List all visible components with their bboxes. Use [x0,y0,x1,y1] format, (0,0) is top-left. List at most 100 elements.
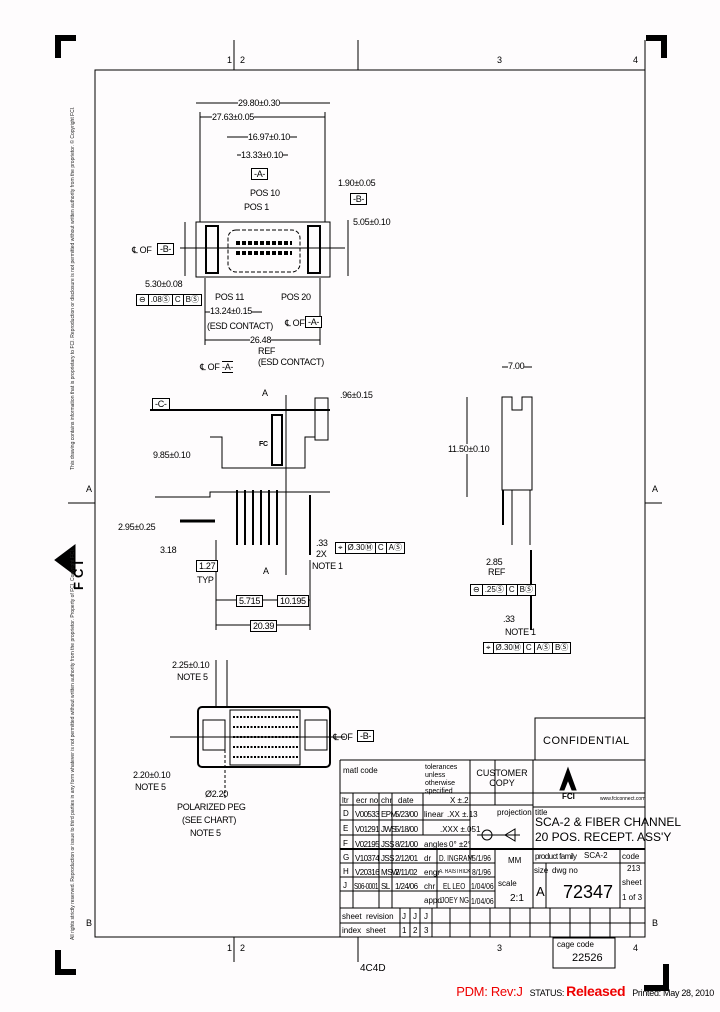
printed-date: Printed: May 28, 2010 [632,988,714,998]
rev-ltr: E [343,824,349,833]
sheet-label: sheet [342,912,362,921]
sheet-rev: J [402,912,406,921]
margin-rights-text: All rights strictly reserved. Reproducti… [70,548,76,940]
zone-label: 1 [227,943,232,953]
zone-ticks [68,40,662,962]
role-label: chr [424,882,436,891]
signer-name: JOEY NG [441,896,469,905]
ref-label: REF [258,346,276,356]
status-value: Released [566,983,626,999]
dim-16-97: 16.97±0.10 [248,132,290,142]
qty-2x: 2X [316,549,327,559]
sign-date: 5/1/96 [472,854,491,863]
fc-logo: FC [259,441,268,448]
rev-ltr: G [343,853,350,862]
signer-name: A. RAISTRICK [439,869,471,875]
esd-contact-label: (ESD CONTACT) [207,321,273,331]
margin-proprietary-text: This drawing contains information that i… [70,106,76,470]
sheet-rev: J [413,912,417,921]
pos-10-label: POS 10 [250,188,280,198]
tolerance-value: .XXX ±.051 [440,825,481,834]
rev-chr: JSS [381,854,394,863]
code-label: code [622,852,640,861]
signer-name: EL LEO [443,882,466,891]
product-family-value: SCA-2 [584,851,608,860]
zone-label: 4 [633,943,638,953]
rev-ltr: J [343,881,347,890]
scale-label: scale [498,879,517,888]
scale-value: 2:1 [510,893,524,904]
zone-label: 4 [633,55,638,65]
section-a-label: A [263,566,269,576]
rev-ecr: V00533 [355,810,380,819]
datum-a-ref: -A- [222,361,234,373]
dim-3-18: 3.18 [160,545,177,555]
rev-date: 2/11/02 [395,868,418,877]
rev-ecr: V20316 [355,868,380,877]
pos-20-label: POS 20 [281,292,311,302]
tolerance-value: 0° ±2° [449,840,471,849]
note-5-ref: NOTE 5 [177,672,208,682]
zone-label: 3 [497,55,502,65]
section-a-label: A [262,388,268,398]
dim-2-20: 2.20±0.10 [133,770,171,780]
col-header: ecr no [356,796,379,805]
dim-2-85: 2.85 [486,557,503,567]
rev-ecr: V02195 [355,840,380,849]
rev-ltr: F [343,839,348,848]
role-label: engr [424,868,441,877]
dim-1-27: 1.27 [196,560,219,572]
dim-0-96: .96±0.15 [340,390,373,400]
cl-of-label: ℄ OF [132,245,152,255]
dim-9-85: 9.85±0.10 [153,450,191,460]
col-header: ltr [342,796,349,805]
tolerance-value: .XX ±.13 [447,810,478,819]
pos-1-label: POS 1 [244,202,270,212]
rev-date: 2/12/01 [395,854,418,863]
title-block-lines [339,717,646,969]
ref-label: REF [488,567,506,577]
dim-2-95: 2.95±0.25 [118,522,156,532]
dim-20-39: 20.39 [250,620,278,632]
units-label: MM [508,856,522,865]
dim-0-33: .33 [316,538,328,548]
title-label: title [535,808,548,817]
rev-date: 5/18/00 [395,825,418,834]
cl-of-label: ℄ OF [285,318,305,328]
confidential-label: CONFIDENTIAL [543,735,630,747]
dim-5-30: 5.30±0.08 [145,279,183,289]
drawing-title-line-2: 20 POS. RECEPT. ASS'Y [535,830,672,844]
polarized-peg-label: POLARIZED PEG [177,802,246,812]
projection-label: projection [497,808,532,817]
typ-label: TYP [197,575,214,585]
rev-ecr: S06-0001 [354,882,378,891]
zone-label: B [86,918,92,928]
dim-7-00: 7.00 [508,361,525,371]
esd-contact-label: (ESD CONTACT) [258,357,324,367]
company-name: FCI [562,792,575,801]
pos-11-label: POS 11 [215,292,245,302]
document-code: 4C4D [360,963,386,974]
revision-label: revision [366,912,394,921]
cage-code-label: cage code [557,940,594,949]
datum-b-ref: -B- [357,730,375,742]
dim-peg-diameter: Ø2.20 [205,789,229,799]
note-5-ref: NOTE 5 [135,782,166,792]
zone-label: 3 [497,943,502,953]
sheet-number: 3 [424,926,429,935]
drawing-number: 72347 [563,882,614,902]
sheet-number: 2 [413,926,418,935]
sheet-index-label: sheet [366,926,386,935]
bottom-view-lines [170,660,345,800]
rev-ltr: H [343,867,349,876]
rev-date: 5/23/00 [395,810,418,819]
rev-ltr: D [343,809,349,818]
rev-chr: JSS [381,840,394,849]
col-header: date [398,796,414,805]
zone-label: A [86,484,92,494]
sheet-value: 1 of 3 [622,893,643,902]
